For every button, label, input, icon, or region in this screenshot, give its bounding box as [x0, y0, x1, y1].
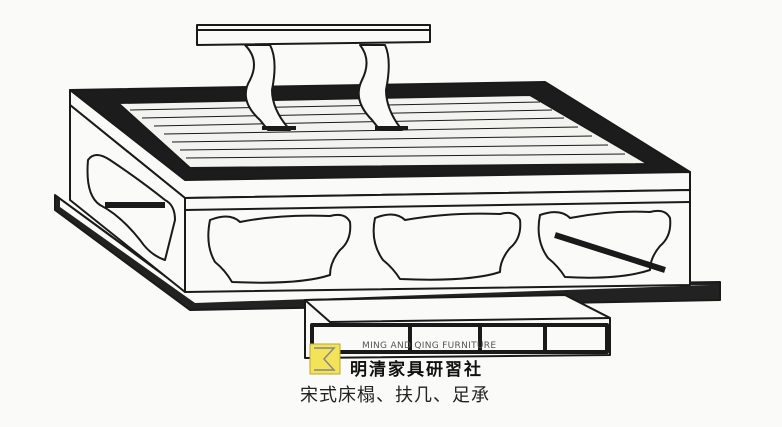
- apron-cutout: [537, 209, 672, 279]
- bed-mat: [117, 94, 649, 169]
- apron-cutout: [207, 213, 352, 284]
- mat-lines: [129, 101, 626, 159]
- figure-caption: 宋式床榻、扶几、足承: [300, 385, 490, 406]
- watermark-logo: [309, 343, 341, 375]
- watermark-chinese: 明清家具研習社: [350, 360, 483, 380]
- watermark-english: MING AND QING FURNITURE: [362, 341, 497, 351]
- bed-side-face: [69, 104, 186, 293]
- side-cutout: [86, 154, 176, 261]
- apron-cutout: [372, 211, 522, 281]
- side-table-top: [196, 24, 431, 46]
